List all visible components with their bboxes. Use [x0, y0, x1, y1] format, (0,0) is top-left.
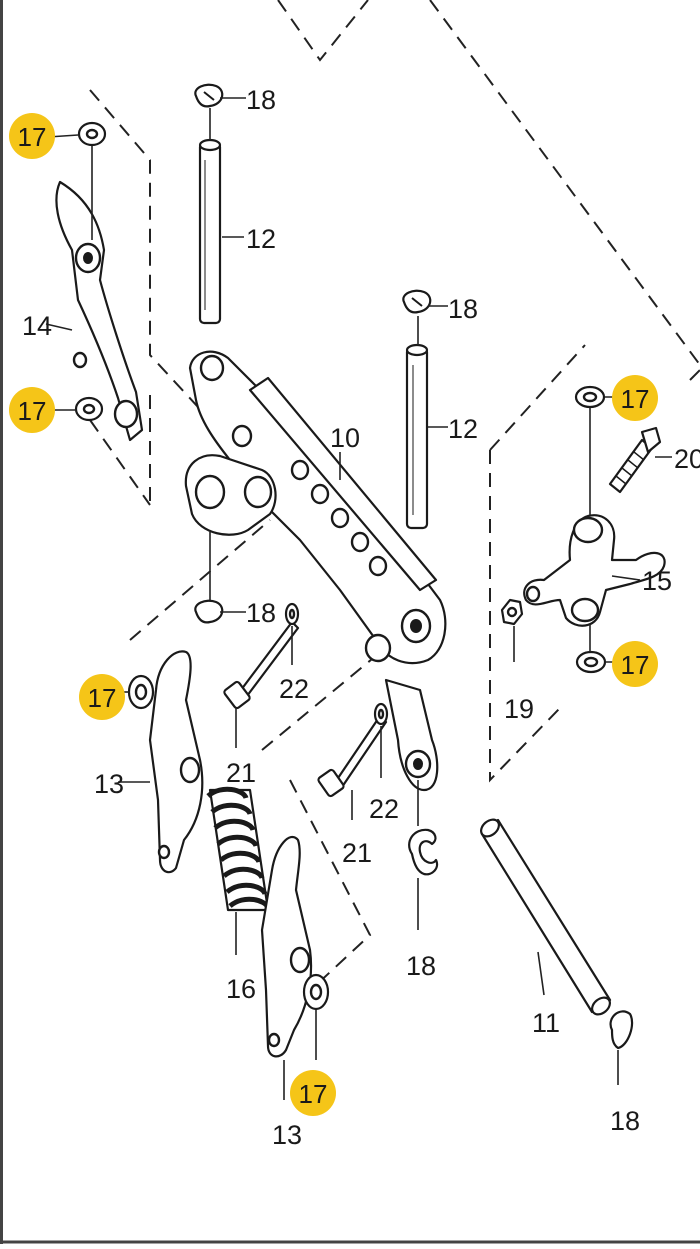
callout-17-mid-left[interactable]: 17	[9, 387, 55, 433]
washer-17-top-left	[77, 121, 107, 147]
callout-text: 17	[18, 122, 47, 152]
label-18-mid: 18	[448, 294, 478, 324]
highlight-circle	[9, 387, 55, 433]
label-16: 16	[226, 974, 256, 1004]
callout-text: 17	[18, 396, 47, 426]
highlight-circle	[612, 375, 658, 421]
callouts-highlighted: 17 17 17 17 17 17	[9, 113, 658, 1116]
part-12-pin-right	[405, 343, 429, 530]
label-21-lower: 21	[342, 838, 372, 868]
label-18-left: 18	[246, 598, 276, 628]
part-20-screw	[608, 426, 662, 494]
part-14-lever	[55, 180, 144, 442]
label-13-upper: 13	[94, 769, 124, 799]
label-18-center: 18	[406, 951, 436, 981]
part-13-bracket-upper	[148, 650, 204, 874]
label-10: 10	[330, 423, 360, 453]
callout-text: 17	[621, 650, 650, 680]
beam-left-hub	[184, 454, 277, 536]
part-10-beam	[188, 350, 447, 665]
part-12-pin-left	[198, 138, 222, 325]
highlight-circle	[612, 641, 658, 687]
clip-18-top	[194, 83, 224, 108]
part-22-washer-lower	[373, 702, 389, 726]
callout-text: 17	[299, 1079, 328, 1109]
washer-17-left-lower	[127, 674, 155, 710]
label-22-upper: 22	[279, 674, 309, 704]
label-21-upper: 21	[226, 758, 256, 788]
label-12-right: 12	[448, 414, 478, 444]
label-15: 15	[642, 566, 672, 596]
clip-18-mid	[402, 289, 432, 314]
label-12-left: 12	[246, 224, 276, 254]
label-20: 20	[674, 444, 700, 474]
clip-18-center	[408, 828, 439, 876]
callout-text: 17	[88, 683, 117, 713]
part-22-washer-upper	[284, 602, 300, 626]
label-13-lower: 13	[272, 1120, 302, 1150]
highlight-circle	[290, 1070, 336, 1116]
callout-17-bottom[interactable]: 17	[290, 1070, 336, 1116]
label-22-lower: 22	[369, 794, 399, 824]
label-14: 14	[22, 311, 52, 341]
washer-17-right-top	[574, 385, 606, 409]
highlight-circle	[9, 113, 55, 159]
callout-17-right-top[interactable]: 17	[612, 375, 658, 421]
callout-text: 17	[621, 384, 650, 414]
part-16-spring	[206, 786, 271, 912]
part-number-labels: 18 12 18 12 10 14 20 15 18 22 19 21 13 2…	[22, 85, 700, 1150]
washer-17-right-bottom	[575, 650, 607, 674]
part-21-bolt-lower	[317, 714, 388, 798]
highlight-circle	[79, 674, 125, 720]
callout-17-right-bottom[interactable]: 17	[612, 641, 658, 687]
clip-18-bottom-right	[609, 1010, 634, 1050]
label-18-bottom-right: 18	[610, 1106, 640, 1136]
callout-17-top-left[interactable]: 17	[9, 113, 55, 159]
washer-17-bottom	[302, 973, 330, 1011]
part-13-bracket-lower	[260, 835, 313, 1058]
washer-17-mid-left	[74, 396, 104, 422]
label-18-top: 18	[246, 85, 276, 115]
beam-lower-arm	[384, 678, 439, 792]
part-15-rocker	[523, 514, 666, 627]
part-19-nut	[500, 598, 524, 626]
part-11-long-pin	[480, 818, 612, 1016]
label-11: 11	[532, 1008, 560, 1038]
callout-17-left-lower[interactable]: 17	[79, 674, 125, 720]
clip-18-left	[194, 599, 224, 624]
part-21-bolt-upper	[223, 620, 300, 710]
label-19: 19	[504, 694, 534, 724]
